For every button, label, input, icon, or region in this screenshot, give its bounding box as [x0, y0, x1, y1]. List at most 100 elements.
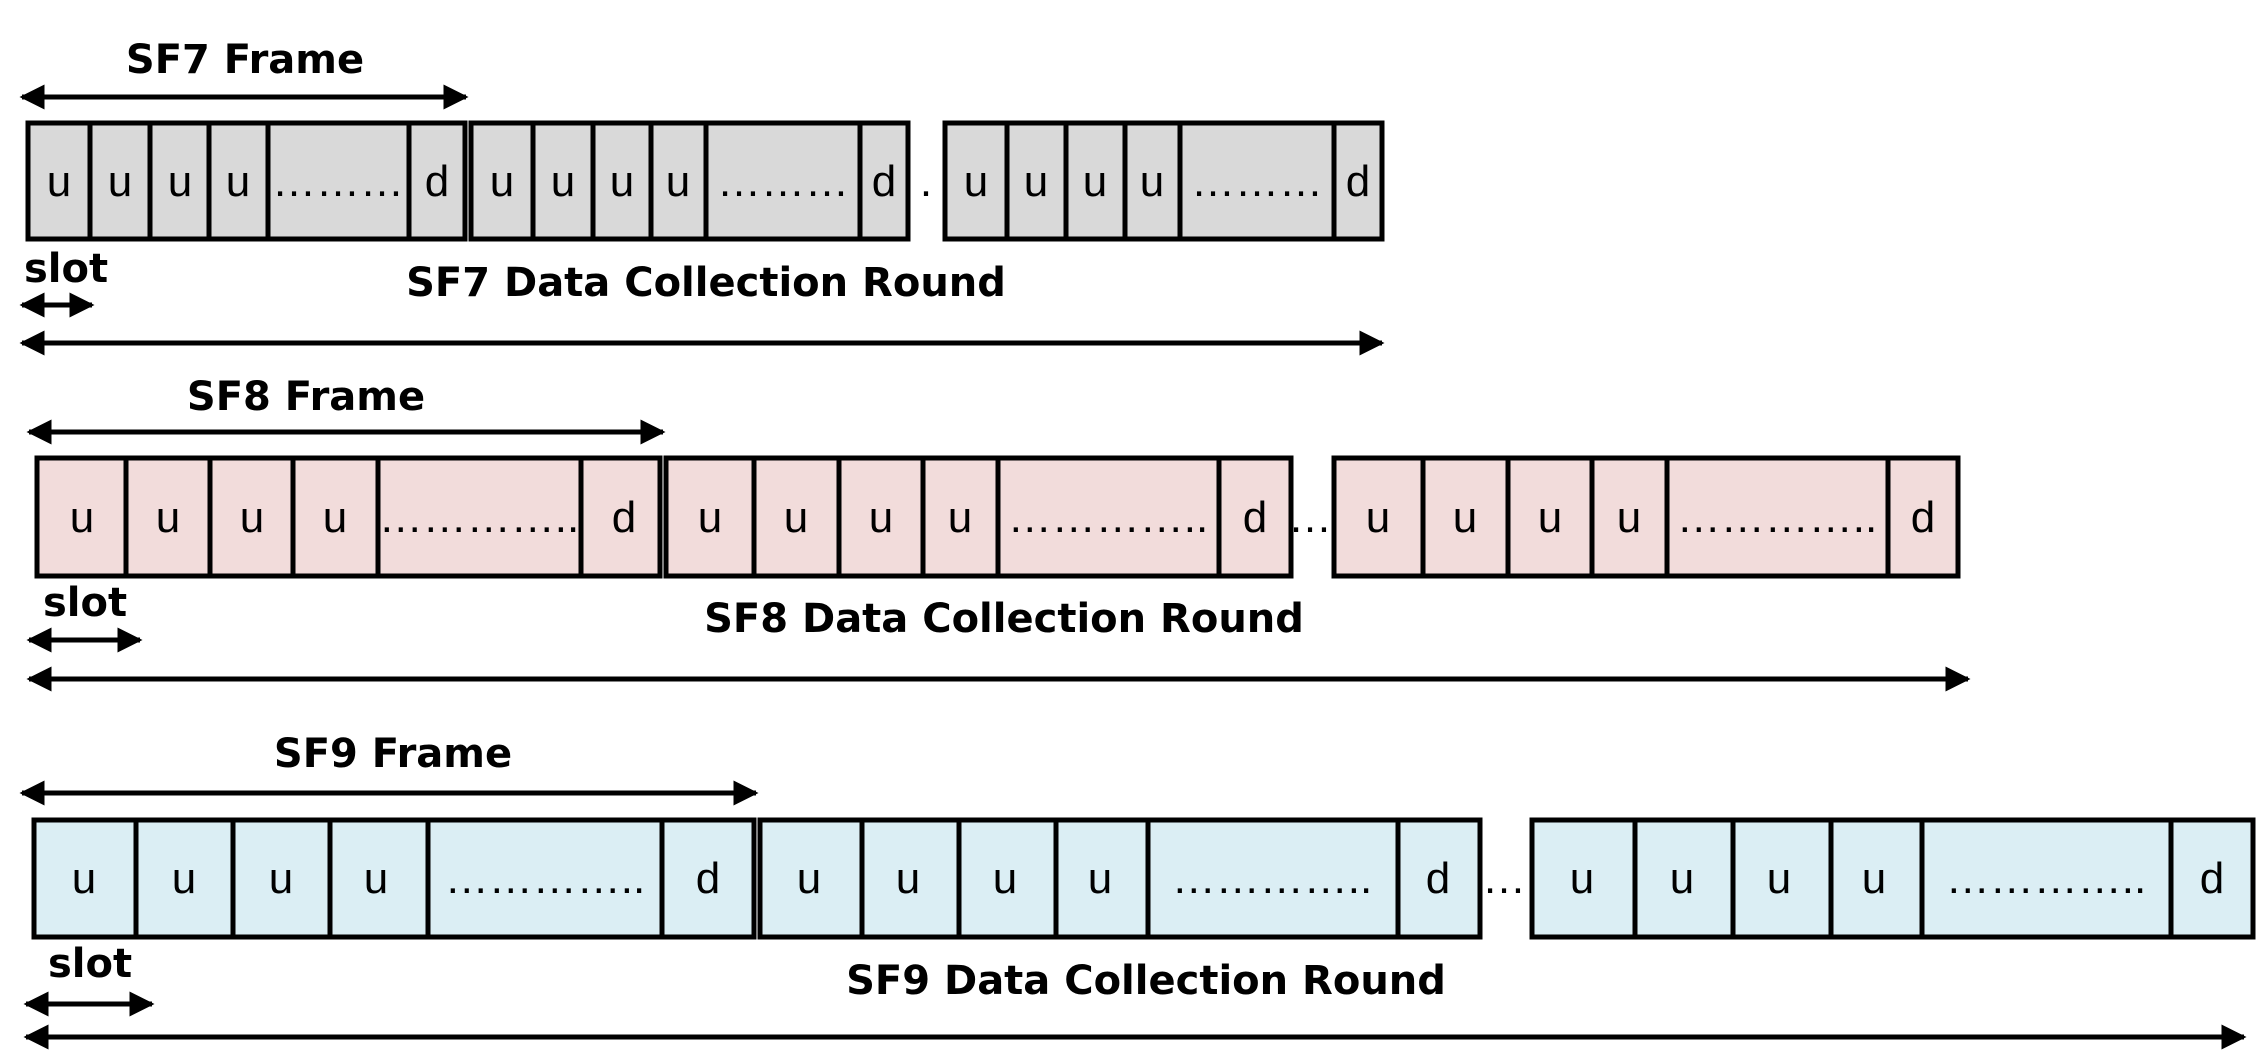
ellipsis-label: …………..: [1677, 493, 1877, 542]
uplink-slot-label: u: [610, 157, 634, 206]
uplink-slot-label: u: [1088, 854, 1112, 903]
sf9-frame-2: u u u u ………….. d: [757, 817, 1483, 940]
uplink-slot-label: u: [1024, 157, 1048, 206]
uplink-slot-label: u: [1140, 157, 1164, 206]
slot-cell: [1632, 817, 1736, 940]
sf9-frame-label: SF9 Frame: [274, 731, 512, 777]
uplink-slot-label: u: [1538, 493, 1562, 542]
uplink-slot-label: u: [1617, 493, 1641, 542]
uplink-slot-label: u: [240, 493, 264, 542]
ellipsis-cell: [1177, 120, 1337, 242]
sf8-frame-1: u u u u ………….. d: [34, 455, 663, 579]
ellipsis-cell: [425, 817, 665, 940]
uplink-slot-label: u: [323, 493, 347, 542]
uplink-slot-label: u: [364, 854, 388, 903]
ellipsis-cell: [703, 120, 863, 242]
uplink-slot-label: u: [1453, 493, 1477, 542]
ellipsis-label: …………..: [1008, 493, 1208, 542]
sf9-slot-label: slot: [48, 941, 132, 987]
ellipsis-cell: [1664, 455, 1891, 579]
slot-cell: [2168, 817, 2256, 940]
slot-cell: [1529, 817, 1638, 940]
sf8-frame-last: u u u u ………….. d: [1331, 455, 1961, 579]
sf8-round-label: SF8 Data Collection Round: [704, 596, 1304, 642]
uplink-slot-label: u: [156, 493, 180, 542]
slot-cell: [1828, 817, 1925, 940]
uplink-slot-label: u: [551, 157, 575, 206]
downlink-slot-label: d: [872, 157, 896, 206]
uplink-slot-label: u: [72, 854, 96, 903]
slot-cell: [857, 120, 911, 242]
downlink-slot-label: d: [612, 493, 636, 542]
sf7-gap-marker: .: [920, 157, 932, 206]
sf8-frame-2: u u u u ………….. d: [663, 455, 1294, 579]
slot-cell: [1063, 120, 1128, 242]
sf8-gap-marker: …: [1288, 493, 1332, 542]
uplink-slot-label: u: [1366, 493, 1390, 542]
uplink-slot-label: u: [666, 157, 690, 206]
slot-cell: [230, 817, 333, 940]
uplink-slot-label: u: [1570, 854, 1594, 903]
uplink-slot-label: u: [797, 854, 821, 903]
downlink-slot-label: d: [1346, 157, 1370, 206]
uplink-slot-label: u: [168, 157, 192, 206]
slot-cell: [836, 455, 926, 579]
uplink-slot-label: u: [70, 493, 94, 542]
downlink-slot-label: d: [2200, 854, 2224, 903]
downlink-slot-label: d: [1243, 493, 1267, 542]
sf9-frame-last: u u u u ………….. d: [1529, 817, 2256, 940]
slot-cell: [31, 817, 139, 940]
downlink-slot-label: d: [1426, 854, 1450, 903]
row-sf7: SF7 Frame u u u u ……… d u u u u ………: [19, 37, 1385, 356]
ellipsis-cell: [995, 455, 1222, 579]
slot-cell: [34, 455, 129, 579]
uplink-slot-label: u: [269, 854, 293, 903]
slot-cell: [1885, 455, 1961, 579]
uplink-slot-label: u: [1862, 854, 1886, 903]
uplink-slot-label: u: [47, 157, 71, 206]
ellipsis-label: ………: [272, 157, 404, 206]
uplink-slot-label: u: [993, 854, 1017, 903]
slot-cell: [1395, 817, 1483, 940]
sf9-frame-1: u u u u ………….. d: [31, 817, 757, 940]
sf7-slot-label: slot: [24, 246, 108, 292]
ellipsis-label: ………: [1191, 157, 1323, 206]
sf7-frame-last: u u u u ……… d: [942, 120, 1385, 242]
sf7-frame-label: SF7 Frame: [126, 37, 364, 83]
uplink-slot-label: u: [172, 854, 196, 903]
uplink-slot-label: u: [869, 493, 893, 542]
uplink-slot-label: u: [1767, 854, 1791, 903]
slot-cell: [956, 817, 1059, 940]
downlink-slot-label: d: [425, 157, 449, 206]
slot-cell: [406, 120, 468, 242]
sf8-frame-label: SF8 Frame: [187, 374, 425, 420]
slot-cell: [147, 120, 212, 242]
uplink-slot-label: u: [1083, 157, 1107, 206]
slot-cell: [290, 455, 381, 579]
ellipsis-label: …………..: [1172, 854, 1372, 903]
slot-cell: [920, 455, 1001, 579]
sf9-round-label: SF9 Data Collection Round: [846, 958, 1446, 1004]
slot-cell: [659, 817, 757, 940]
slot-cell: [1004, 120, 1069, 242]
sf8-slot-label: slot: [43, 580, 127, 626]
ellipsis-label: …………..: [379, 493, 579, 542]
slot-cell: [1122, 120, 1183, 242]
uplink-slot-label: u: [1670, 854, 1694, 903]
ellipsis-cell: [1145, 817, 1401, 940]
downlink-slot-label: d: [1911, 493, 1935, 542]
ellipsis-label: …………..: [445, 854, 645, 903]
uplink-slot-label: u: [108, 157, 132, 206]
uplink-slot-label: u: [698, 493, 722, 542]
uplink-slot-label: u: [226, 157, 250, 206]
sf7-frame-1: u u u u ……… d: [25, 120, 468, 242]
sf7-frame-2: u u u u ……… d: [468, 120, 911, 242]
uplink-slot-label: u: [784, 493, 808, 542]
sf7-round-label: SF7 Data Collection Round: [406, 260, 1006, 306]
slot-cell: [1331, 120, 1385, 242]
slot-cell: [207, 455, 296, 579]
uplink-slot-label: u: [948, 493, 972, 542]
slot-cell: [578, 455, 663, 579]
uplink-slot-label: u: [896, 854, 920, 903]
